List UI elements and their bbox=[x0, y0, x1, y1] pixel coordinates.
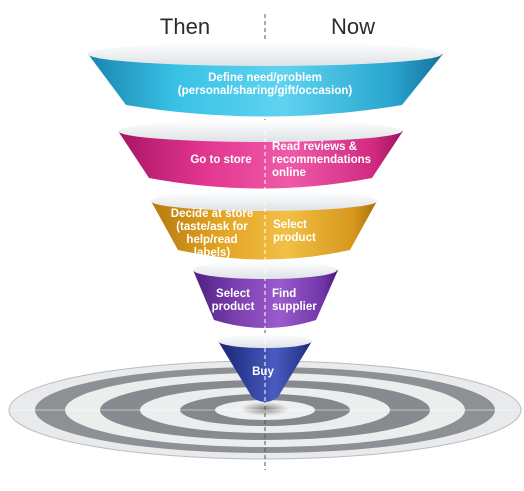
stage-2-now-line-1: Read reviews & bbox=[272, 141, 358, 153]
stage-1-line-1: Define need/problem bbox=[208, 72, 322, 84]
stage-4-now-line-2: supplier bbox=[272, 301, 317, 313]
stage-2-now-line-2: recommendations bbox=[272, 154, 372, 166]
stage-3-now-line-2: product bbox=[273, 232, 316, 244]
stage-2-then-label: Go to store bbox=[180, 154, 262, 167]
stage-5-label: Buy bbox=[235, 366, 291, 379]
stage-4-now-line-1: Find bbox=[272, 288, 297, 300]
stage-3-then-line-3: help/read bbox=[186, 234, 238, 246]
funnel-stage-3 bbox=[151, 191, 377, 262]
stage-4-then-label: Select product bbox=[203, 288, 263, 314]
stage-2-now-line-3: online bbox=[272, 167, 306, 179]
stage-4-then-line-2: product bbox=[211, 301, 255, 313]
stage-3-now-label: Select product bbox=[273, 219, 353, 245]
header-then: Then bbox=[159, 14, 211, 39]
stage-4-now-label: Find supplier bbox=[272, 288, 342, 314]
funnel-stage-4 bbox=[193, 261, 338, 330]
stage-1-line-2: (personal/sharing/gift/occasion) bbox=[177, 85, 353, 97]
funnel-stage-5 bbox=[218, 334, 312, 405]
stage-2-now-label: Read reviews & recommendations online bbox=[272, 141, 382, 180]
stage-1-label: Define need/problem (personal/sharing/gi… bbox=[165, 72, 365, 98]
funnel-stage-1 bbox=[88, 42, 443, 117]
stage-3-then-line-1: Decide at store bbox=[170, 208, 254, 220]
stage-2-then-line-1: Go to store bbox=[190, 154, 252, 166]
stage-3-then-line-2: (taste/ask for bbox=[176, 221, 248, 233]
stage-3-then-label: Decide at store (taste/ask for help/read… bbox=[163, 208, 261, 260]
stage-4-then-line-1: Select bbox=[216, 288, 250, 300]
stage-3-then-line-4: labels) bbox=[193, 247, 231, 259]
stage-3-now-line-1: Select bbox=[273, 219, 307, 231]
header-now: Now bbox=[330, 14, 375, 39]
stage-5-line-1: Buy bbox=[252, 366, 274, 378]
funnel-stage-2 bbox=[118, 120, 403, 192]
